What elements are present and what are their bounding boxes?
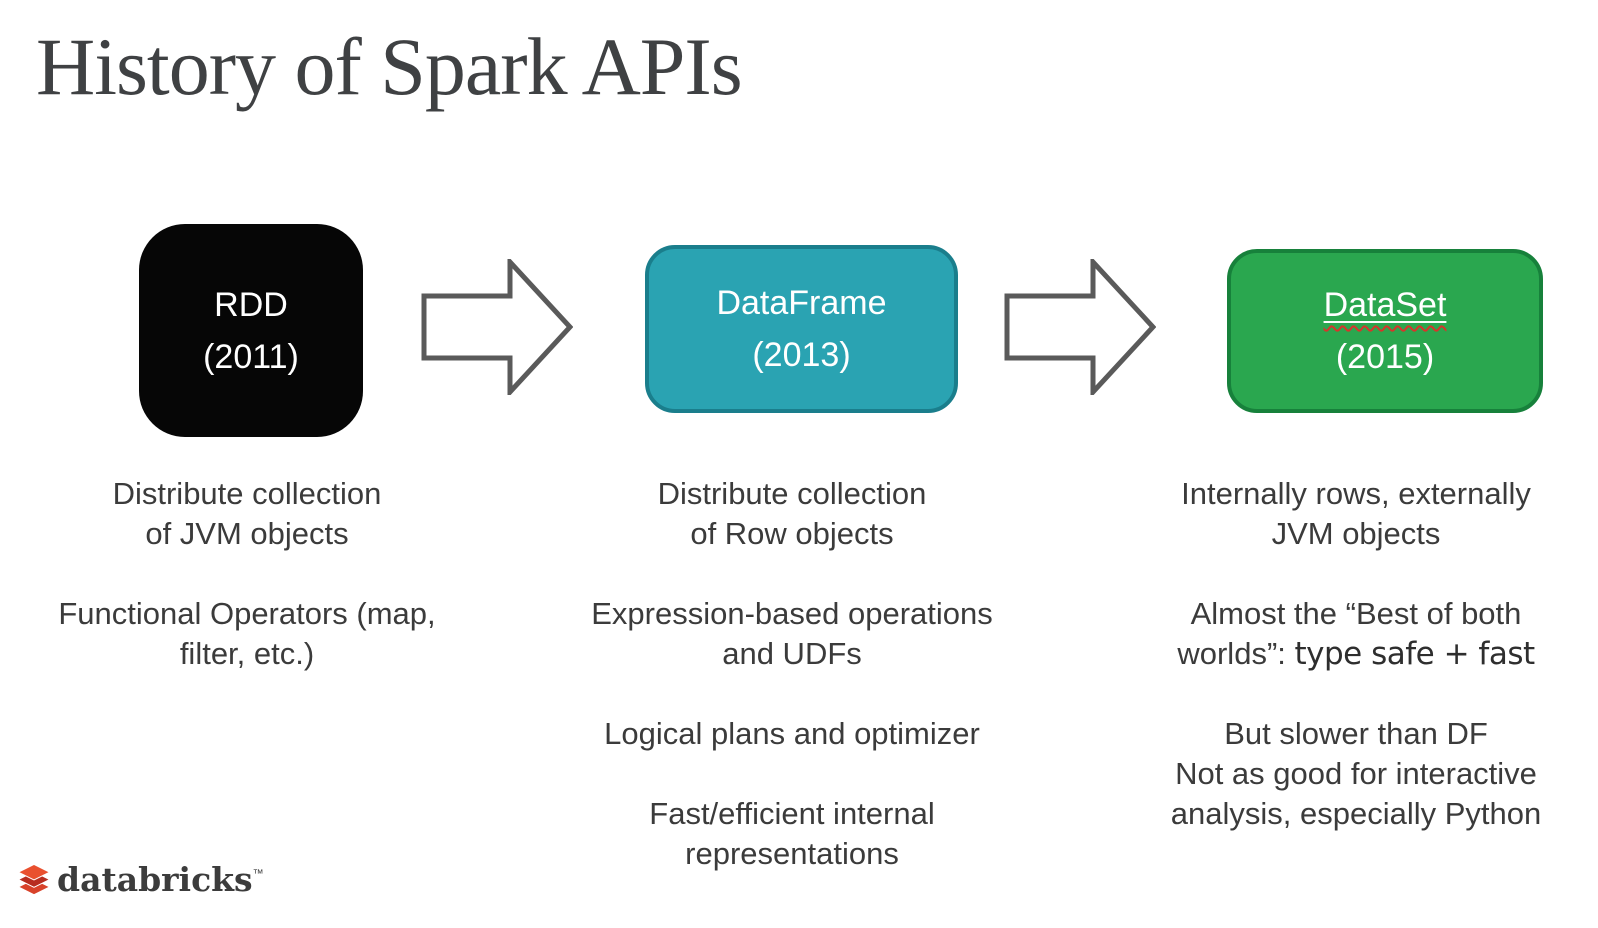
note-expression-udfs: Expression-based operations and UDFs [591, 596, 993, 671]
trademark-symbol: ™ [252, 868, 264, 880]
note-distribute-jvm: Distribute collection of JVM objects [112, 476, 382, 551]
databricks-logo: databricks ™ [16, 860, 264, 899]
node-rdd-label: RDD [214, 285, 288, 324]
databricks-stacked-bricks-icon [17, 863, 51, 895]
timeline-node-dataset: DataSet (2015) [1227, 249, 1543, 413]
note-slower-than-df: But slower than DF Not as good for inter… [1170, 716, 1542, 831]
note-best-of-both-normal: Almost the “Best of both worlds”: [1177, 596, 1522, 671]
note-best-of-both-emphasis: type safe + fast [1294, 636, 1536, 672]
timeline-node-dataframe: DataFrame (2013) [645, 245, 958, 413]
node-dataframe-year: (2013) [752, 336, 851, 374]
spellcheck-squiggle-text: DataSet [1323, 286, 1447, 324]
column-dataframe-notes: Distribute collection of Row objects Exp… [572, 474, 1012, 914]
block-arrow-right-icon [1004, 259, 1156, 395]
column-dataset-notes: Internally rows, externally JVM objects … [1134, 474, 1578, 874]
note-internally-rows: Internally rows, externally JVM objects [1181, 476, 1531, 551]
node-rdd-year: (2011) [203, 337, 299, 376]
node-dataset-year: (2015) [1335, 338, 1435, 376]
databricks-wordmark: databricks [57, 860, 253, 899]
block-arrow-right-icon [421, 259, 573, 395]
note-best-of-both: Almost the “Best of both worlds”: type s… [1134, 594, 1578, 674]
timeline-node-rdd: RDD (2011) [139, 224, 363, 437]
note-logical-plans: Logical plans and optimizer [604, 716, 980, 751]
node-dataset-label: DataSet [1324, 279, 1447, 331]
note-fast-internal: Fast/efficient internal representations [649, 796, 935, 871]
slide-title: History of Spark APIs [36, 21, 743, 112]
node-dataframe-label: DataFrame [716, 284, 887, 322]
note-distribute-row: Distribute collection of Row objects [657, 476, 927, 551]
column-rdd-notes: Distribute collection of JVM objects Fun… [27, 474, 467, 714]
note-functional-operators: Functional Operators (map, filter, etc.) [58, 596, 436, 671]
